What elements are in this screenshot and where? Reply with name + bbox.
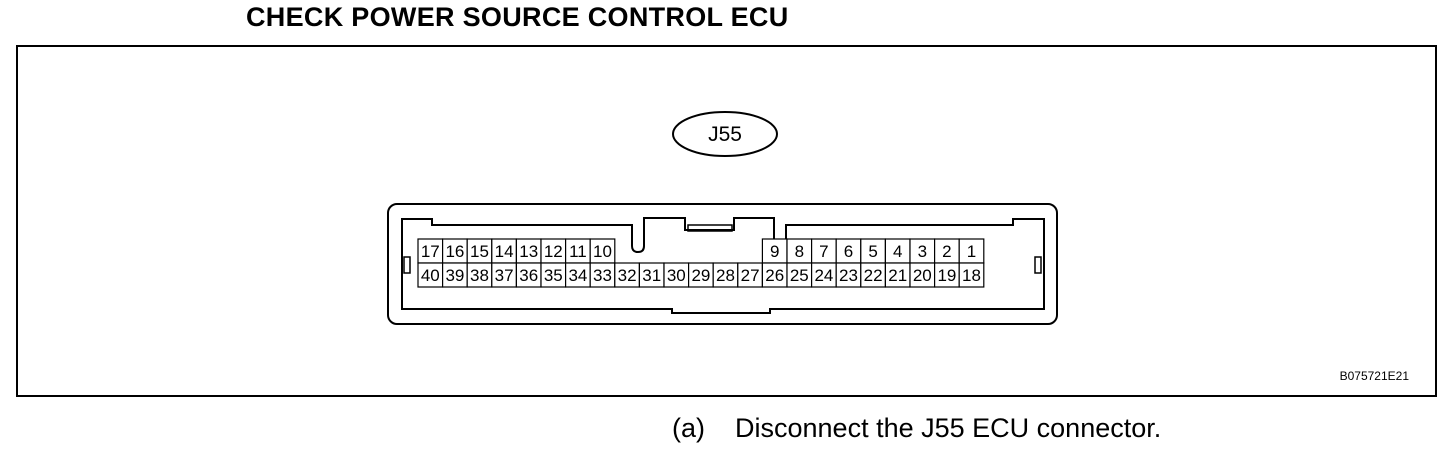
pin-21: 21	[888, 266, 907, 285]
figure-code: B075721E21	[1339, 369, 1409, 383]
pin-21-cell	[884, 262, 911, 288]
connector-key-slot	[687, 224, 733, 232]
pin-8-cell	[786, 238, 813, 264]
pin-31: 31	[642, 266, 661, 285]
pin-4: 4	[893, 242, 902, 261]
page-title: CHECK POWER SOURCE CONTROL ECU	[246, 2, 789, 32]
pin-28: 28	[716, 266, 735, 285]
pin-39: 39	[445, 266, 464, 285]
pin-9: 9	[770, 242, 779, 261]
pin-18-cell	[958, 262, 985, 288]
pin-7: 7	[819, 242, 828, 261]
pin-11: 11	[569, 242, 587, 261]
connector-side-tab-right	[1034, 256, 1042, 274]
pin-13: 13	[519, 242, 538, 261]
pin-10-cell	[589, 238, 616, 264]
pin-35-cell	[540, 262, 567, 288]
pin-29-cell	[687, 262, 714, 288]
pin-2-cell	[933, 238, 960, 264]
pin-33: 33	[593, 266, 612, 285]
pin-5: 5	[868, 242, 877, 261]
pin-8: 8	[795, 242, 804, 261]
pin-36: 36	[519, 266, 538, 285]
connector-id-ellipse	[672, 111, 778, 157]
pin-3-cell	[909, 238, 936, 264]
pin-40-cell	[417, 262, 444, 288]
pin-1: 1	[967, 242, 976, 261]
pin-23: 23	[839, 266, 858, 285]
connector-id-label: J55	[708, 123, 742, 146]
pin-22-cell	[860, 262, 886, 288]
pin-40: 40	[421, 266, 440, 285]
pin-12: 12	[544, 242, 563, 261]
pin-14: 14	[495, 242, 514, 261]
pin-23-cell	[835, 262, 862, 288]
pin-15: 15	[470, 242, 489, 261]
pin-38-cell	[466, 262, 493, 288]
pin-27-cell	[737, 262, 763, 288]
pin-32-cell	[614, 262, 640, 288]
pin-24-cell	[810, 262, 837, 288]
pin-2: 2	[942, 242, 951, 261]
pin-39-cell	[442, 262, 468, 288]
pin-20: 20	[913, 266, 932, 285]
pin-38: 38	[470, 266, 489, 285]
pin-16: 16	[445, 242, 464, 261]
pin-17: 17	[421, 242, 440, 261]
pin-37-cell	[491, 262, 517, 288]
pin-36-cell	[515, 262, 542, 288]
pin-11-cell	[564, 238, 591, 264]
instruction-text: Disconnect the J55 ECU connector.	[735, 413, 1162, 443]
pin-25: 25	[790, 266, 809, 285]
pin-7-cell	[810, 238, 837, 264]
pin-27: 27	[741, 266, 760, 285]
pin-29: 29	[691, 266, 710, 285]
instruction-step: (a)	[672, 413, 705, 443]
pin-20-cell	[909, 262, 936, 288]
pin-24: 24	[814, 266, 833, 285]
pin-30-cell	[663, 262, 690, 288]
instruction: (a) Disconnect the J55 ECU connector.	[672, 413, 1161, 444]
pin-6: 6	[844, 242, 853, 261]
pin-31-cell	[638, 262, 665, 288]
pin-19: 19	[937, 266, 956, 285]
pin-30: 30	[667, 266, 686, 285]
connector-side-tab-left	[403, 256, 411, 274]
pin-26: 26	[765, 266, 784, 285]
pin-12-cell	[540, 238, 567, 264]
pin-35: 35	[544, 266, 563, 285]
pin-34: 34	[568, 266, 587, 285]
pin-37: 37	[495, 266, 514, 285]
pin-3: 3	[918, 242, 927, 261]
pin-18: 18	[962, 266, 981, 285]
pin-32: 32	[618, 266, 637, 285]
pin-16-cell	[442, 238, 468, 264]
pin-22: 22	[864, 266, 883, 285]
pin-25-cell	[786, 262, 813, 288]
pin-10: 10	[593, 242, 612, 261]
